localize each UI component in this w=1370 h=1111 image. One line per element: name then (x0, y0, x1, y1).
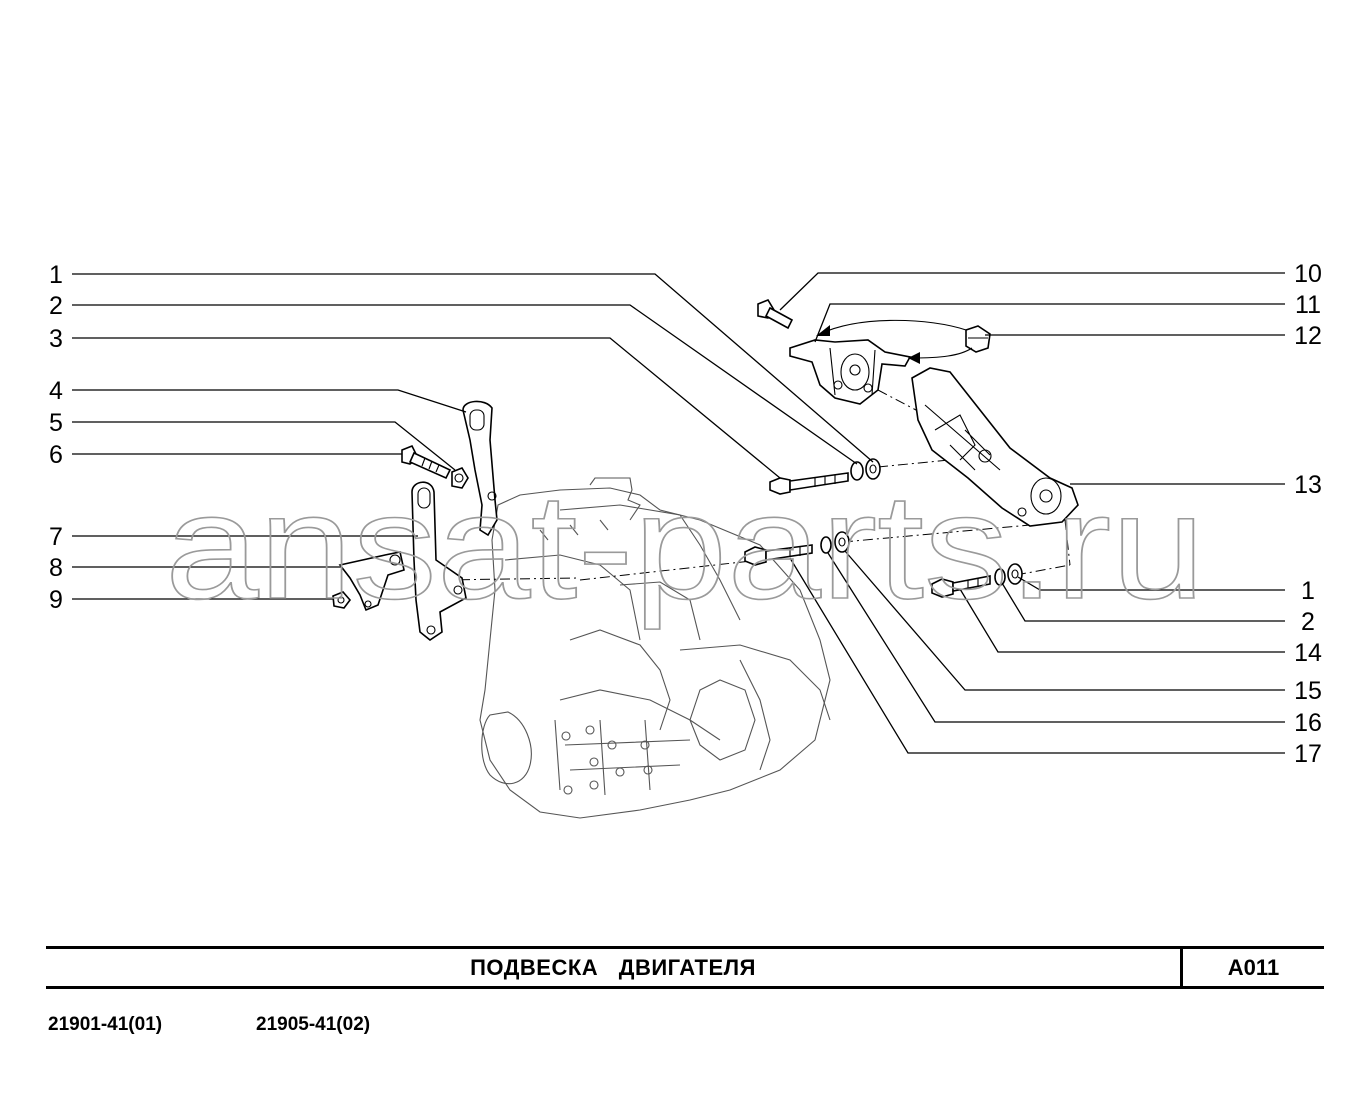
model-code-2: 21905-41(02) (256, 1014, 371, 1035)
part-nut-5 (451, 467, 469, 489)
part-bracket-4 (462, 400, 498, 537)
callout-left-4: 4 (49, 377, 63, 405)
part-bolt-3 (769, 472, 849, 495)
part-washer-16 (820, 536, 832, 554)
callout-right-2: 2 (1301, 608, 1315, 636)
part-washer-2b (994, 568, 1006, 586)
callout-left-1: 1 (49, 261, 63, 289)
callout-left-5: 5 (49, 409, 63, 437)
part-bracket-7 (411, 481, 467, 641)
callout-right-12: 12 (1294, 322, 1322, 350)
part-washer-2a (850, 461, 864, 481)
callout-left-2: 2 (49, 292, 63, 320)
part-bolt-6 (401, 444, 452, 480)
watermark: ansat-parts.ru (165, 462, 1205, 630)
callouts-left: 1 2 3 4 5 6 7 8 9 (49, 261, 63, 614)
callout-right-14: 14 (1294, 639, 1322, 667)
part-support-11 (789, 339, 912, 405)
title-block: ПОДВЕСКА ДВИГАТЕЛЯ A011 (46, 946, 1324, 989)
assembly-arrows (816, 319, 973, 364)
page-code: A011 (1227, 955, 1280, 980)
part-bracket-13 (911, 367, 1079, 527)
callout-right-16: 16 (1294, 709, 1322, 737)
page-title: ПОДВЕСКА ДВИГАТЕЛЯ (470, 955, 756, 980)
callout-right-15: 15 (1294, 677, 1322, 705)
part-washer-1b (1007, 563, 1023, 585)
callout-right-11: 11 (1295, 291, 1321, 319)
callout-left-9: 9 (49, 586, 63, 614)
model-code-1: 21901-41(01) (48, 1014, 163, 1035)
part-nut-12 (965, 325, 991, 353)
part-nut-9 (332, 591, 352, 609)
callout-left-6: 6 (49, 441, 63, 469)
callout-right-1: 1 (1301, 577, 1315, 605)
callout-left-3: 3 (49, 325, 63, 353)
callout-left-8: 8 (49, 554, 63, 582)
callout-right-17: 17 (1294, 740, 1322, 768)
part-bolt-14 (931, 575, 991, 598)
title-divider (1180, 949, 1183, 986)
part-bolt-17 (744, 544, 813, 566)
part-washer-15 (834, 531, 850, 553)
callout-left-7: 7 (49, 523, 63, 551)
part-washer-1a (865, 458, 881, 480)
callout-right-13: 13 (1294, 471, 1322, 499)
engine-drawing (479, 477, 831, 819)
callouts-right: 10 11 12 13 1 2 14 15 16 17 (1294, 260, 1322, 768)
callout-right-10: 10 (1294, 260, 1322, 288)
leader-lines (72, 272, 1285, 754)
part-bolt-10 (757, 299, 794, 330)
part-bracket-8 (338, 551, 405, 612)
